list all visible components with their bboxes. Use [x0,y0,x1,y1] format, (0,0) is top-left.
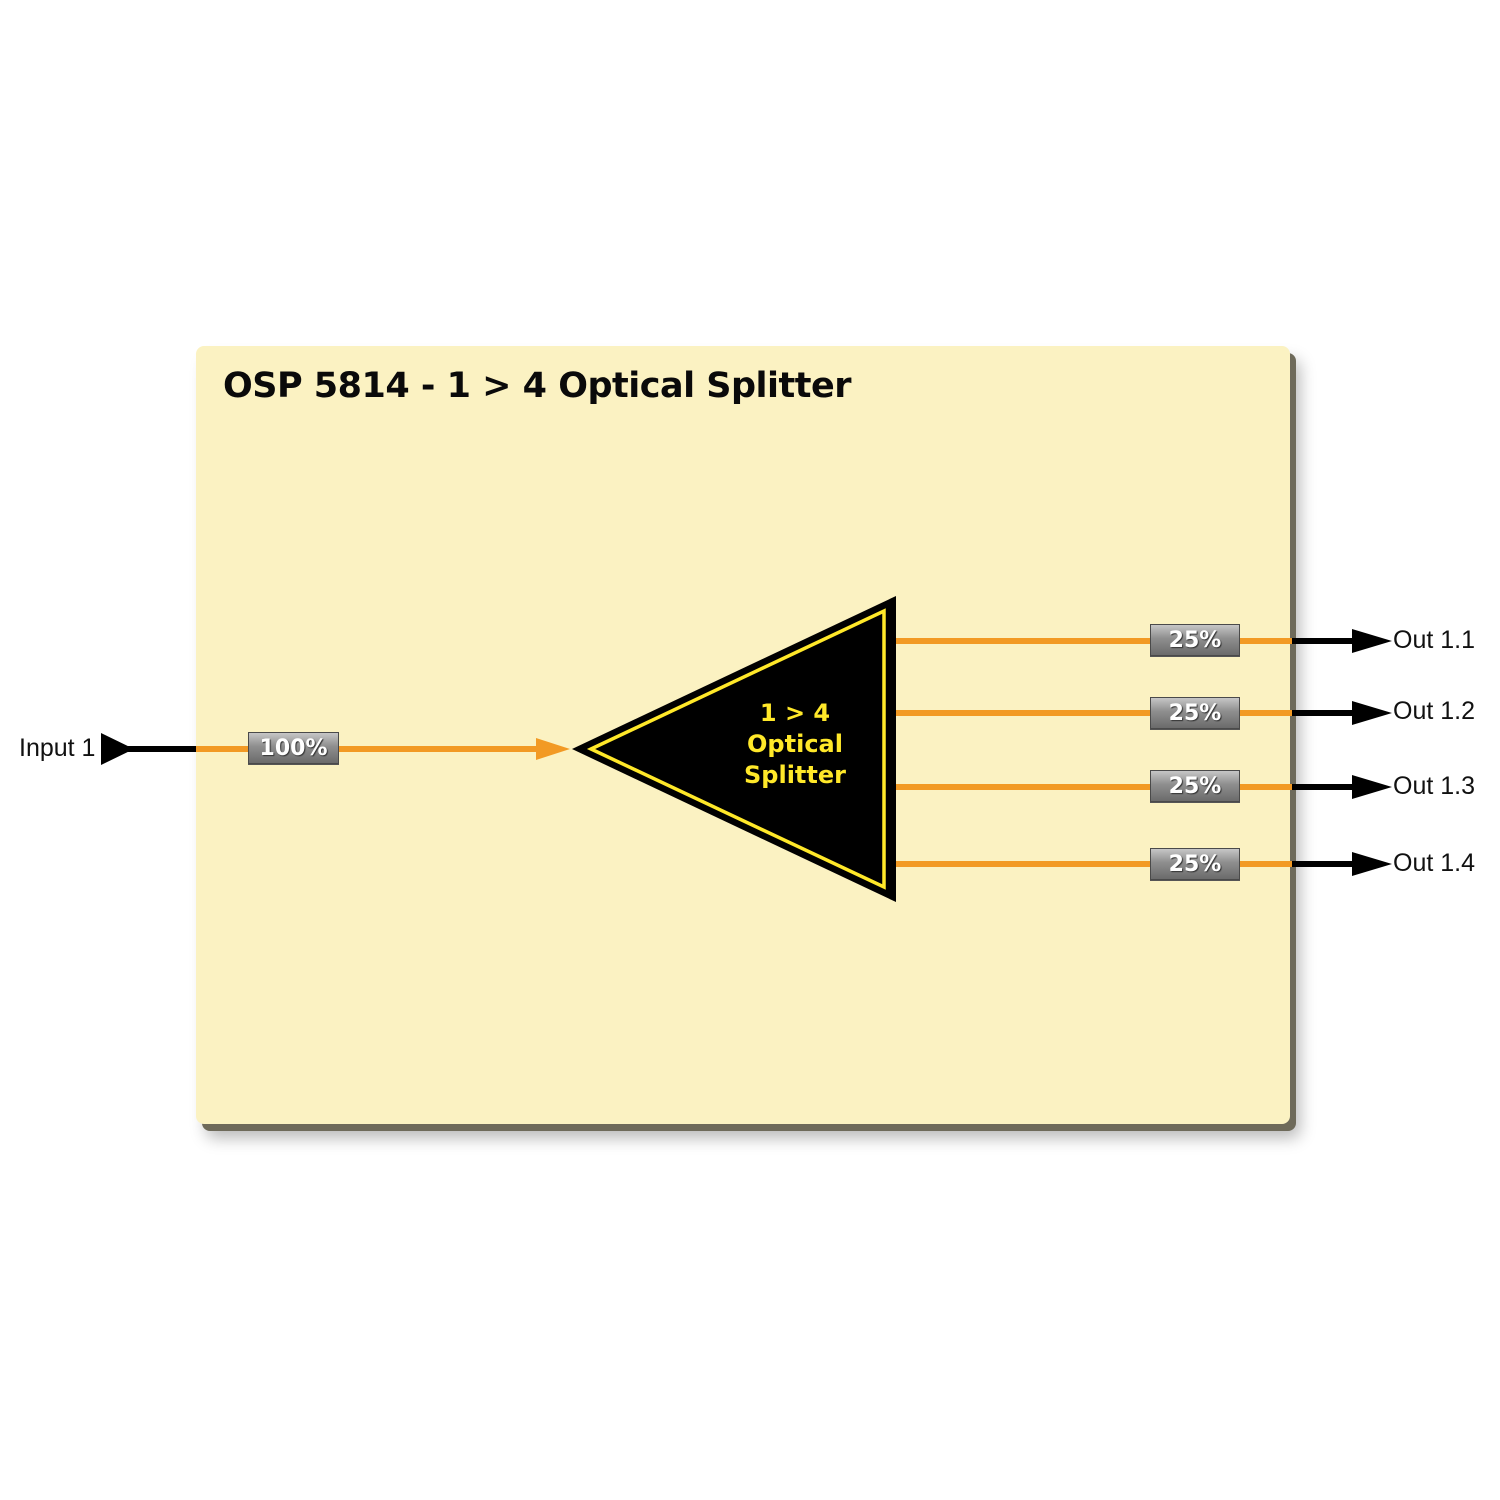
splitter-ratio: 1 > 4 [759,699,831,727]
output-arrow-icon-3 [1352,775,1392,799]
output-level-badge-1: 25% [1150,624,1240,656]
output-label-4: Out 1.4 [1393,849,1475,877]
output-level-badge-3: 25% [1150,770,1240,802]
input-label: Input 1 [19,734,96,762]
output-level-badge-4: 25% [1150,848,1240,880]
output-arrow-icon-1 [1352,629,1392,653]
splitter-word-splitter: Splitter [744,761,846,789]
input-level-badge: 100% [248,732,339,764]
input-arrow-icon [101,733,134,765]
diagram-title: OSP 5814 - 1 > 4 Optical Splitter [223,366,852,406]
splitter-triangle [572,596,896,902]
splitter-outline [586,608,886,890]
output-arrow-icon-2 [1352,701,1392,725]
output-arrow-icon-4 [1352,852,1392,876]
output-label-1: Out 1.1 [1393,626,1475,654]
splitter-word-optical: Optical [747,730,843,758]
output-label-2: Out 1.2 [1393,697,1475,725]
splitter-label: 1 > 4 Optical Splitter [732,698,858,791]
output-level-badge-2: 25% [1150,697,1240,729]
output-label-3: Out 1.3 [1393,772,1475,800]
fiber-arrow-icon [536,738,570,760]
